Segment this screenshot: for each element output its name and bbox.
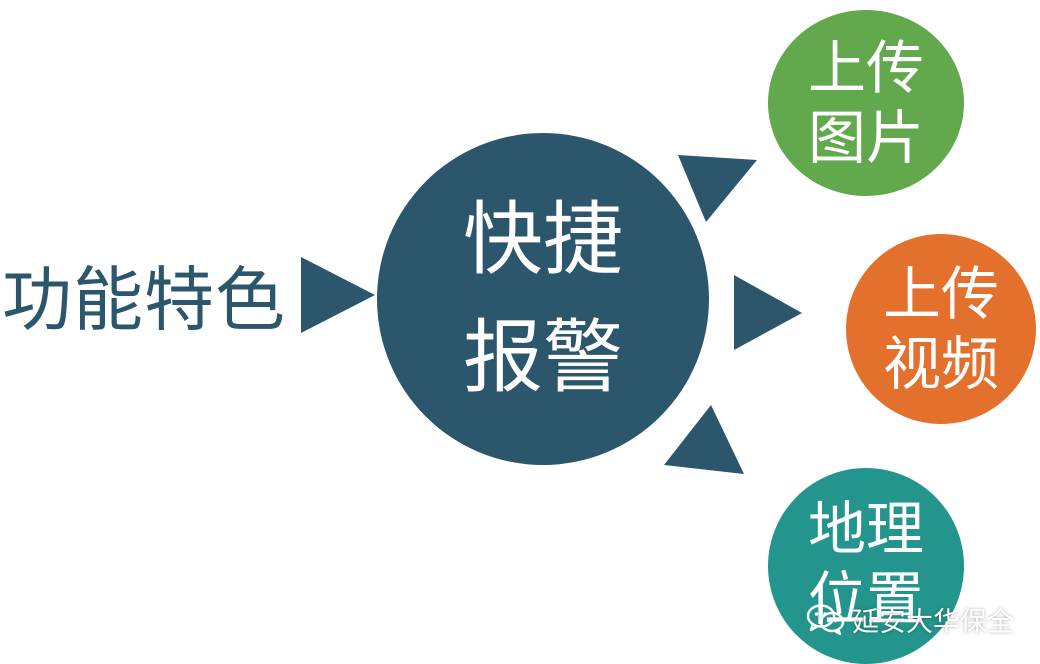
- feature-circle-location: 地理 位置: [768, 468, 964, 664]
- arrow-to-location: [664, 405, 744, 474]
- photo-line-1: 上传: [807, 34, 924, 102]
- location-line-1: 地理: [807, 495, 924, 563]
- arrow-to-hub: [301, 257, 375, 333]
- video-line-2: 视频: [882, 330, 999, 398]
- feature-circle-upload-photo: 上传 图片: [768, 10, 964, 196]
- hub-circle-quick-alarm: 快捷 报警: [377, 133, 709, 465]
- wechat-icon: [806, 604, 845, 635]
- feature-circle-upload-video: 上传 视频: [846, 234, 1036, 424]
- video-line-1: 上传: [882, 260, 999, 328]
- lead-label: 功能特色: [2, 259, 286, 341]
- hub-line-2: 报警: [463, 311, 623, 404]
- arrow-to-photo: [678, 155, 757, 222]
- photo-line-2: 图片: [807, 104, 924, 172]
- hub-line-1: 快捷: [463, 193, 623, 286]
- watermark-text: 延安大华保全: [852, 606, 1014, 638]
- arrow-to-video: [734, 275, 802, 350]
- watermark: 延安大华保全: [806, 598, 1014, 640]
